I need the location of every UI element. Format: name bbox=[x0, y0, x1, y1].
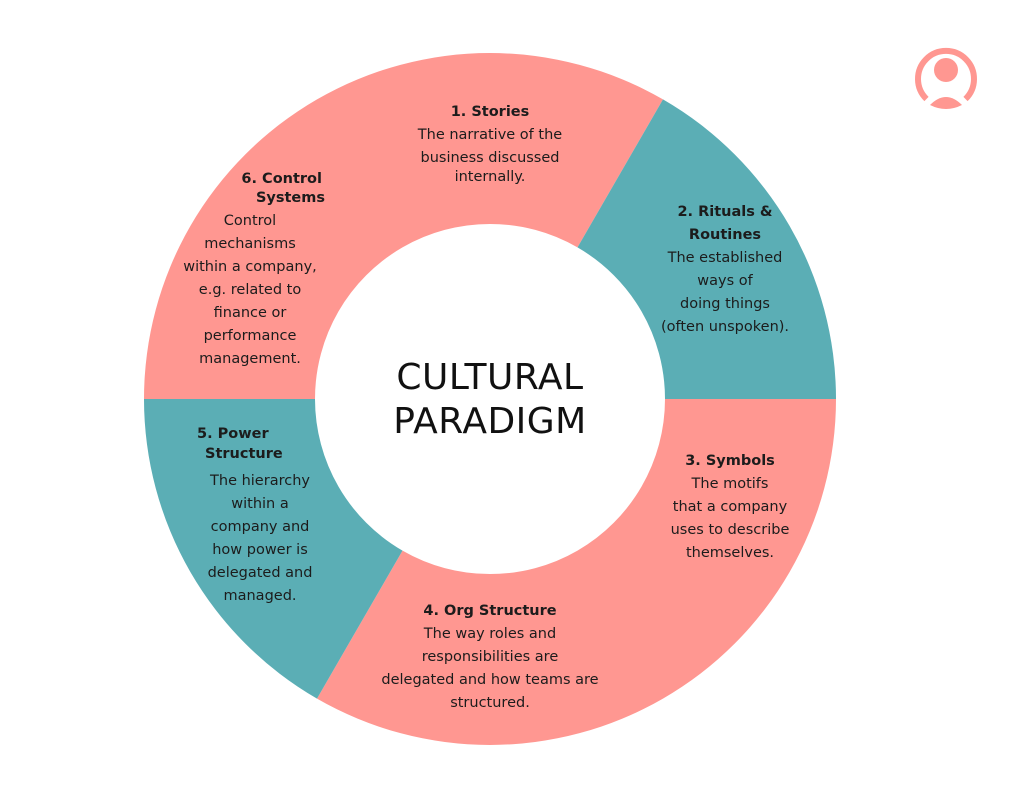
segment-symbols-org-structure bbox=[317, 399, 836, 745]
label-desc-line: (often unspoken). bbox=[660, 319, 790, 335]
center-title-line2: PARADIGM bbox=[393, 401, 587, 442]
label-desc-line: mechanisms bbox=[204, 236, 296, 252]
label-rituals-routines: 2. Rituals & Routines The established wa… bbox=[650, 201, 800, 339]
label-desc-line: company and bbox=[210, 519, 310, 535]
label-desc-line: The narrative of the bbox=[417, 127, 563, 143]
label-control-systems: 6. Control Systems Control mechanisms wi… bbox=[170, 170, 330, 371]
label-desc-line: structured. bbox=[450, 695, 530, 711]
label-desc-line: within a company, bbox=[183, 259, 317, 275]
label-desc-line: e.g. related to bbox=[198, 282, 302, 298]
label-desc-line: managed. bbox=[223, 588, 297, 604]
center-title: CULTURAL PARADIGM bbox=[340, 356, 640, 444]
center-title-line1: CULTURAL bbox=[396, 357, 584, 398]
segment-power-structure bbox=[144, 399, 403, 699]
label-desc-line: how power is bbox=[212, 542, 308, 558]
label-title-line2: Routines bbox=[688, 227, 762, 243]
label-title: 1. Stories bbox=[450, 104, 530, 120]
label-desc-line: Control bbox=[223, 213, 277, 229]
segment-rituals-routines bbox=[577, 99, 836, 400]
label-desc-line: The way roles and bbox=[423, 626, 557, 642]
label-title: 5. Power bbox=[197, 426, 269, 442]
label-desc-line: The established bbox=[667, 250, 783, 266]
label-symbols: 3. Symbols The motifs that a company use… bbox=[650, 450, 810, 565]
label-desc-line: within a bbox=[231, 496, 289, 512]
label-desc-line: doing things bbox=[680, 296, 770, 312]
label-desc-line: delegated and bbox=[207, 565, 313, 581]
label-desc-line: themselves. bbox=[685, 545, 775, 561]
label-desc-line: The hierarchy bbox=[210, 473, 310, 489]
label-title-line2: Structure bbox=[205, 446, 283, 462]
label-desc-line: uses to describe bbox=[670, 522, 790, 538]
label-desc-line: internally. bbox=[454, 169, 526, 185]
label-title: 3. Symbols bbox=[685, 453, 775, 469]
label-title: 4. Org Structure bbox=[423, 603, 557, 619]
label-power-structure: 5. Power Structure The hierarchy within … bbox=[175, 424, 325, 608]
label-desc-line: that a company bbox=[672, 499, 788, 515]
label-desc-line: The motifs bbox=[691, 476, 769, 492]
label-desc-line: finance or bbox=[213, 305, 287, 321]
user-avatar-icon bbox=[915, 47, 977, 109]
label-desc-line: responsibilities are bbox=[421, 649, 559, 665]
segment-stories-6-control bbox=[144, 53, 663, 400]
label-desc-line: performance bbox=[203, 328, 297, 344]
label-desc-line: management. bbox=[199, 351, 301, 367]
label-title-line2: Systems bbox=[255, 190, 325, 206]
label-org-structure: 4. Org Structure The way roles and respo… bbox=[365, 600, 615, 715]
label-title: 6. Control bbox=[241, 171, 322, 187]
label-title: 2. Rituals & bbox=[677, 204, 773, 220]
label-desc-line: ways of bbox=[697, 273, 753, 289]
label-desc-line: delegated and how teams are bbox=[381, 672, 599, 688]
label-stories: 1. Stories The narrative of the business… bbox=[395, 101, 585, 189]
label-desc-line: business discussed bbox=[420, 150, 560, 166]
